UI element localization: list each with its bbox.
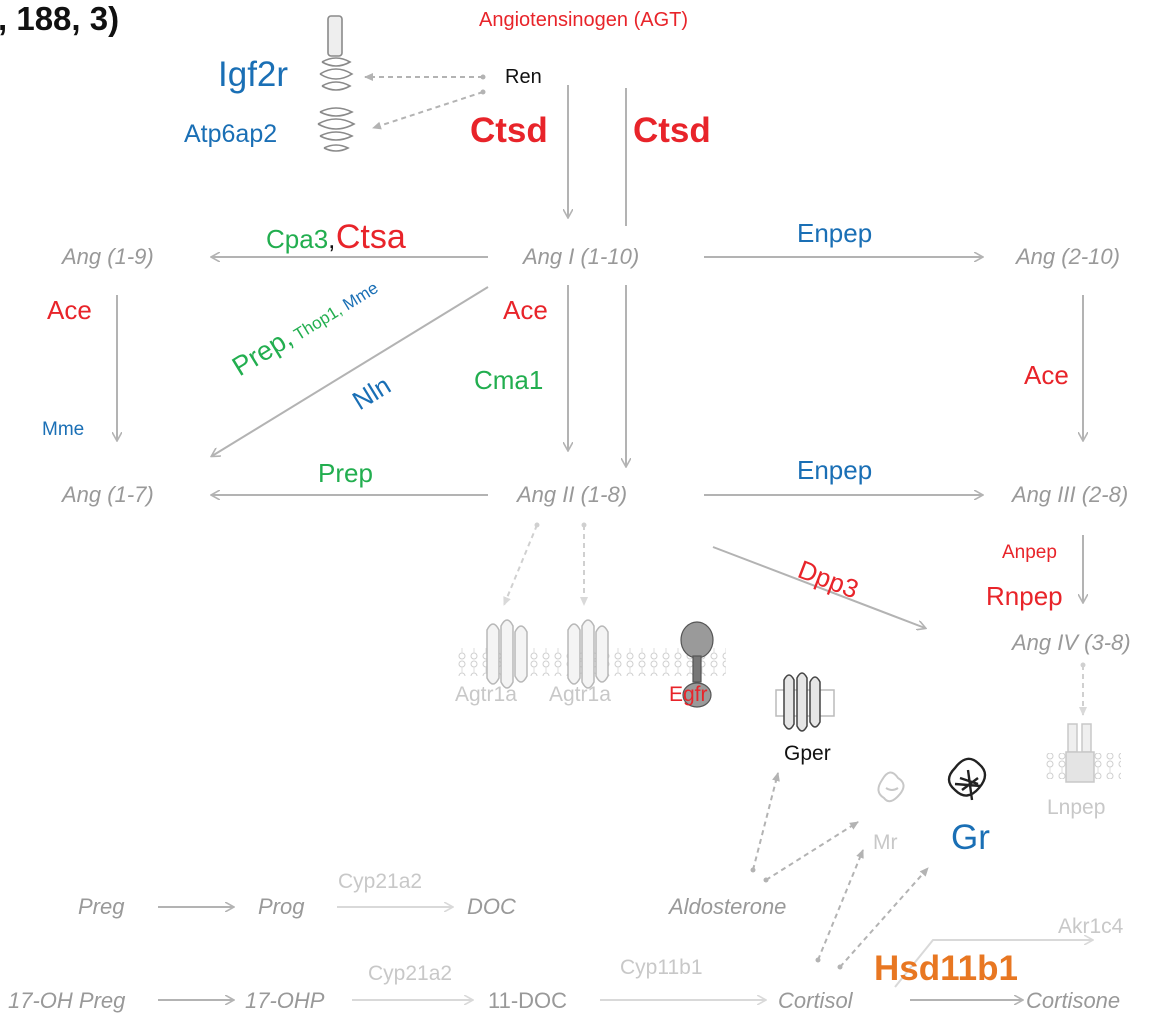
egfr-icon xyxy=(680,621,714,708)
enpep-top-label: Enpep xyxy=(797,218,873,248)
ras-arrows xyxy=(117,85,1083,628)
agtr1a-label-a: Agtr1a xyxy=(455,683,517,706)
aldosterone: Aldosterone xyxy=(669,894,787,919)
igf2r-label: Igf2r xyxy=(218,55,289,94)
akr1c4-label: Akr1c4 xyxy=(1058,915,1124,938)
cortisone: Cortisone xyxy=(1026,988,1121,1013)
ctsd-right-label: Ctsd xyxy=(633,111,711,150)
ang-ii: Ang II (1-8) xyxy=(517,482,628,507)
prep-label: Prep xyxy=(318,458,373,488)
ren-label: Ren xyxy=(505,66,542,88)
arrow-angii-to-angiv xyxy=(712,546,925,628)
ang-2-10: Ang (2-10) xyxy=(1016,244,1120,269)
comma-sep: , xyxy=(328,224,336,254)
doc: DOC xyxy=(467,894,516,919)
gper-icon xyxy=(775,672,835,732)
preg: Preg xyxy=(78,894,125,919)
prog: Prog xyxy=(258,894,305,919)
enpep-mid-label: Enpep xyxy=(797,455,873,485)
11-doc: 11-DOC xyxy=(488,988,568,1013)
dashed-ren-to-atp6ap2 xyxy=(372,89,486,130)
arrow-to-akr1c4 xyxy=(894,940,1092,988)
dashed-angii-to-agtr1a-a xyxy=(503,522,540,606)
ang-i: Ang I (1-10) xyxy=(523,244,640,269)
cortisol: Cortisol xyxy=(778,988,853,1013)
rnpep-label: Rnpep xyxy=(986,581,1063,611)
dashed-cortisol-to-mr xyxy=(815,849,864,963)
cma1-label: Cma1 xyxy=(474,365,544,395)
mr-label: Mr xyxy=(873,831,898,854)
ace-right-label: Ace xyxy=(1024,360,1069,390)
partial-title: , 188, 3) xyxy=(0,0,120,37)
cpa3-ctsa-label: Cpa3, Ctsa xyxy=(266,220,406,254)
arrow-angi-to-ang17-diag xyxy=(212,286,489,456)
lnpep-icon xyxy=(1045,723,1121,783)
membrane-receptor-icon xyxy=(456,619,726,689)
ace-mid-label: Ace xyxy=(503,295,548,325)
ctsa-label: Ctsa xyxy=(335,218,406,256)
cpa3-label: Cpa3 xyxy=(266,224,329,254)
anpep-label: Anpep xyxy=(1002,542,1057,563)
mr-protein-icon xyxy=(877,771,905,803)
agt-label: Angiotensinogen (AGT) xyxy=(479,9,689,31)
dashed-aldo-to-gper xyxy=(750,772,780,873)
egfr-label: Egfr xyxy=(669,683,708,706)
ace-left-label: Ace xyxy=(47,295,92,325)
steroid-arrows xyxy=(158,907,1092,1000)
lnpep-label: Lnpep xyxy=(1047,796,1106,819)
gper-label: Gper xyxy=(784,742,831,765)
ang-1-9: Ang (1-9) xyxy=(62,244,154,269)
17-oh-preg: 17-OH Preg xyxy=(8,988,126,1013)
mme-left-label: Mme xyxy=(42,419,85,440)
gr-label: Gr xyxy=(951,818,990,857)
dashed-cortisol-to-gr xyxy=(837,867,929,970)
receptor-protein-icon xyxy=(317,15,356,152)
hsd11b1-label: Hsd11b1 xyxy=(874,949,1018,988)
ang-iii: Ang III (2-8) xyxy=(1012,482,1129,507)
cyp11b1-label: Cyp11b1 xyxy=(620,956,703,979)
17-ohp: 17-OHP xyxy=(245,988,325,1013)
cyp21a2-top-label: Cyp21a2 xyxy=(338,870,423,893)
dashed-arrows xyxy=(364,73,1087,970)
ang-1-7: Ang (1-7) xyxy=(62,482,154,507)
ctsd-left-label: Ctsd xyxy=(470,111,548,150)
cyp21a2-bottom-label: Cyp21a2 xyxy=(368,962,453,985)
ang-iv: Ang IV (3-8) xyxy=(1012,630,1131,655)
dashed-aldo-to-mr xyxy=(763,821,859,883)
agtr1a-label-b: Agtr1a xyxy=(549,683,611,706)
atp6ap2-label: Atp6ap2 xyxy=(184,120,278,148)
gr-protein-icon xyxy=(947,757,987,801)
